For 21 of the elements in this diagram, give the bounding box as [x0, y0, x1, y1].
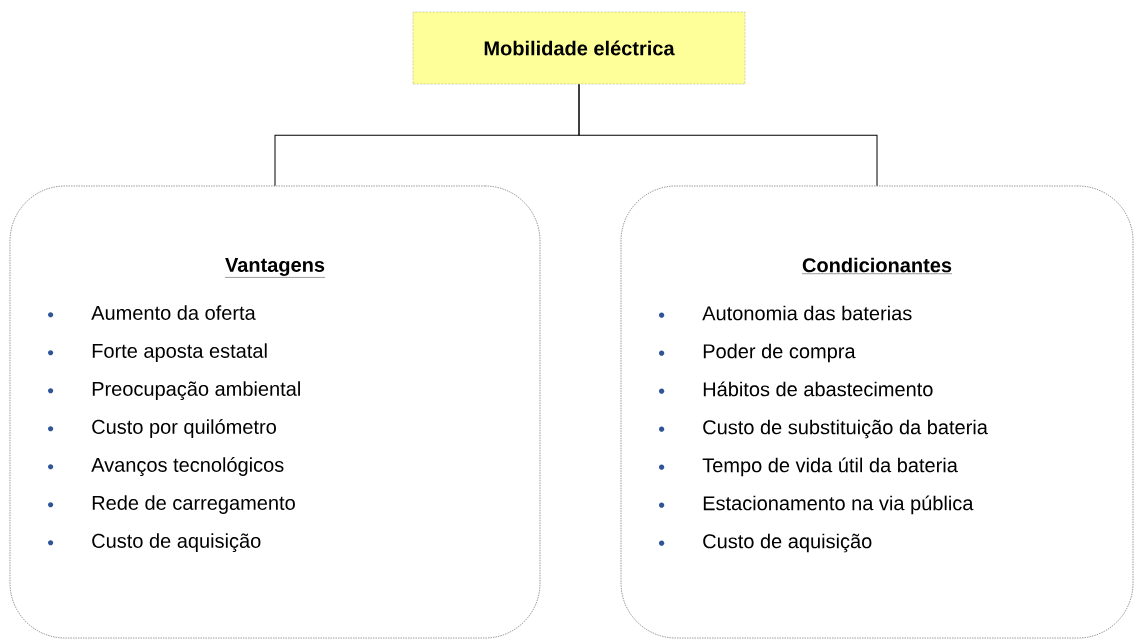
- heading: Vantagens: [224, 258, 326, 278]
- list-item: Rede de carregamento: [92, 495, 295, 514]
- title: Mobilidade eléctrica: [484, 40, 675, 56]
- list-item: Autonomia das baterias: [702, 305, 912, 321]
- rounded-panel: [620, 185, 1134, 639]
- list-item: Custo de aquisição: [92, 533, 261, 552]
- list-item: Hábitos de abastecimento: [703, 381, 933, 397]
- list-item: Tempo de vida útil da bateria: [702, 457, 958, 477]
- list-item: Avanços tecnológicos: [91, 457, 284, 476]
- rounded-panel: [9, 185, 541, 639]
- list-item: Preocupação ambiental: [92, 381, 300, 400]
- heading: Condicionantes: [801, 257, 953, 274]
- list-item: Estacionamento na via pública: [703, 495, 974, 515]
- list-item: Custo de substituição da bateria: [703, 419, 988, 439]
- list-item: Custo de aquisição: [703, 533, 872, 553]
- list-item: Custo por quilómetro: [92, 419, 276, 438]
- list-item: Forte aposta estatal: [92, 343, 267, 362]
- connector-line: [578, 83, 878, 187]
- title-box: [412, 11, 746, 85]
- list-item: Poder de compra: [703, 343, 856, 363]
- list-item: Aumento da oferta: [91, 305, 256, 320]
